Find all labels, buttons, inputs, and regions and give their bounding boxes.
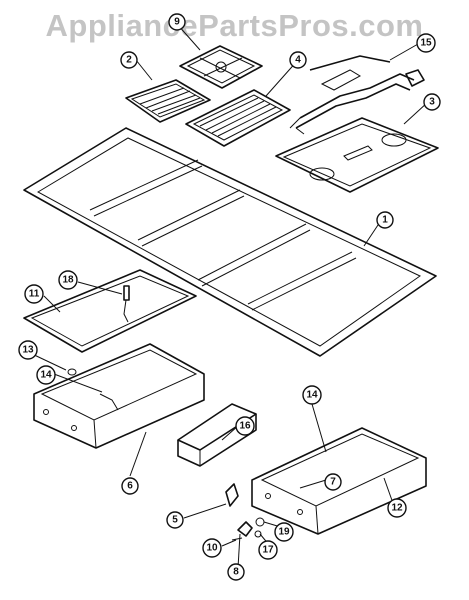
callout-10: 10 — [202, 538, 222, 558]
svg-text:14: 14 — [40, 370, 52, 381]
callout-16: 16 — [235, 416, 255, 436]
callout-12: 12 — [387, 498, 407, 518]
callout-2: 2 — [120, 51, 138, 69]
grommet — [67, 368, 77, 376]
left-drip-pan — [33, 343, 205, 449]
callout-18: 18 — [58, 270, 78, 290]
cover-lid — [23, 269, 197, 353]
callout-4: 4 — [289, 51, 307, 69]
burner-assembly — [289, 55, 425, 135]
callout-14-left: 14 — [36, 365, 56, 385]
svg-text:3: 3 — [429, 97, 435, 108]
svg-text:13: 13 — [22, 345, 34, 356]
griddle-plate — [185, 89, 291, 147]
svg-text:6: 6 — [127, 481, 133, 492]
svg-text:16: 16 — [239, 421, 251, 432]
callout-17: 17 — [258, 540, 278, 560]
igniter-element — [123, 285, 130, 323]
callout-19: 19 — [274, 522, 294, 542]
svg-text:10: 10 — [206, 543, 218, 554]
svg-text:11: 11 — [29, 289, 40, 300]
callout-15: 15 — [416, 33, 436, 53]
svg-text:17: 17 — [262, 545, 274, 556]
callout-8: 8 — [227, 563, 245, 581]
callout-9: 9 — [168, 13, 186, 31]
svg-text:15: 15 — [420, 38, 432, 49]
right-drip-pan — [251, 427, 427, 535]
callout-11: 11 — [24, 284, 44, 304]
svg-text:2: 2 — [126, 55, 132, 66]
svg-text:4: 4 — [295, 55, 301, 66]
svg-text:5: 5 — [172, 515, 178, 526]
burner-top-panel — [275, 117, 439, 193]
callout-5: 5 — [166, 511, 184, 529]
svg-text:8: 8 — [233, 567, 239, 578]
callout-13: 13 — [18, 340, 38, 360]
grill-grate — [125, 79, 211, 123]
callout-6: 6 — [121, 477, 139, 495]
callout-1: 1 — [376, 211, 394, 229]
callout-7: 7 — [324, 473, 342, 491]
svg-text:18: 18 — [62, 275, 74, 286]
leader-lines — [27, 23, 429, 569]
svg-text:7: 7 — [330, 477, 336, 488]
small-parts — [225, 483, 265, 541]
cooktop-frame — [23, 127, 437, 357]
svg-text:19: 19 — [278, 527, 290, 538]
callout-14-right: 14 — [302, 385, 322, 405]
svg-text:9: 9 — [174, 17, 180, 28]
svg-text:14: 14 — [306, 390, 318, 401]
svg-text:1: 1 — [382, 215, 388, 226]
burner-grate — [179, 45, 263, 89]
svg-text:12: 12 — [391, 503, 403, 514]
trough-bracket — [177, 403, 257, 467]
watermark: AppliancePartsPros.com — [45, 8, 424, 43]
callout-3: 3 — [423, 93, 441, 111]
